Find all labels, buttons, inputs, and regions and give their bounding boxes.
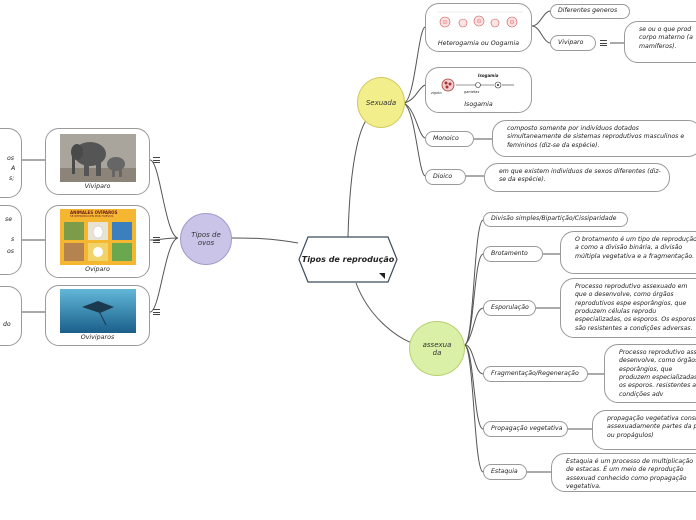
isogamia-caption: Isogamia: [464, 101, 493, 108]
estaquia-node[interactable]: Estaquia: [483, 464, 527, 480]
oviparo-poster-title: ANIMALES OVÍPAROS: [70, 210, 118, 215]
brotamento-label: Brotamento: [491, 249, 528, 257]
viviparo-desc-node[interactable]: se ou o que prod corpo materno (a mamífe…: [624, 21, 696, 63]
fragmentacao-label: Fragmentação/Regeneração: [491, 369, 579, 377]
esporulacao-label: Esporulação: [491, 303, 529, 311]
left-frag-3a: do: [3, 321, 11, 328]
viviparo-node[interactable]: Viviparo: [550, 35, 596, 51]
oviviparo-desc-node[interactable]: do: [0, 286, 22, 346]
sexuada-node[interactable]: Sexuada: [357, 77, 405, 128]
brotamento-desc: O brotamento é um tipo de reprodução a c…: [575, 236, 696, 260]
estaquia-desc-node[interactable]: Estaquia é um processo de multiplicação …: [551, 453, 696, 492]
assexuada-node[interactable]: assexuada: [409, 321, 465, 376]
propagacao-desc-node[interactable]: propagação vegetativa consist assexuadam…: [592, 410, 696, 450]
monoico-label: Monoico: [433, 134, 459, 142]
oviparo-poster-subtitle: SE REPRODUCEN POR HUEVOS: [70, 214, 114, 218]
monoico-node[interactable]: Monoico: [425, 131, 474, 147]
viviparo-notes-icon[interactable]: [600, 40, 607, 46]
fragmentacao-desc-node[interactable]: Processo reprodutivo asse desenvolve, co…: [604, 344, 696, 403]
isogamia-illustration: [441, 78, 514, 92]
left-frag-2c: s: [11, 236, 15, 243]
isogamia-image-label: Isogamia: [478, 73, 499, 78]
brotamento-node[interactable]: Brotamento: [483, 246, 543, 262]
heterogamia-caption: Heterogamia ou Oogamia: [437, 40, 520, 47]
propagacao-desc: propagação vegetativa consist assexuadam…: [607, 415, 696, 439]
viviparo-ovos-desc-node[interactable]: os A s;: [0, 128, 22, 198]
diferentes-generos-label: Diferentes generos: [558, 7, 618, 15]
divisao-label: Divisão simples/Bipartição/Cissiparidade: [491, 215, 617, 223]
propagacao-label: Propagação vegetativa: [491, 424, 563, 432]
divisao-node[interactable]: Divisão simples/Bipartição/Cissiparidade: [483, 212, 628, 227]
left-frag-2a: se: [5, 216, 13, 223]
oviviparo-card[interactable]: Oviviparos: [45, 285, 150, 346]
diferentes-generos-node[interactable]: Diferentes generos: [550, 4, 630, 19]
fragmentacao-node[interactable]: Fragmentação/Regeneração: [483, 366, 588, 382]
elephant-photo: [60, 134, 136, 182]
viviparo-ovos-notes-icon[interactable]: [153, 157, 160, 163]
dioico-desc: em que existem indivíduos de sexos difer…: [499, 168, 661, 184]
dioico-desc-node[interactable]: em que existem indivíduos de sexos difer…: [484, 163, 670, 192]
monoico-desc: composto somente por indivíduos dotados …: [507, 125, 685, 149]
oviparo-caption: Oviparo: [85, 266, 110, 273]
oviparo-card[interactable]: ANIMALES OVÍPAROS SE REPRODUCEN POR HUEV…: [45, 205, 150, 278]
sexuada-label: Sexuada: [365, 98, 397, 107]
estaquia-label: Estaquia: [491, 467, 518, 475]
central-topic[interactable]: Tipos de reprodução: [298, 236, 398, 283]
dioico-node[interactable]: Dioico: [425, 169, 466, 185]
left-frag-1b: A: [11, 165, 16, 172]
viviparo-ovos-caption: Viviparo: [84, 183, 111, 190]
esporulacao-desc: Processo reprodutivo assexuado em que o …: [575, 283, 696, 332]
viviparo-ovos-card[interactable]: Viviparo: [45, 128, 150, 195]
esporulacao-desc-node[interactable]: Processo reprodutivo assexuado em que o …: [560, 278, 696, 338]
oviparo-notes-icon[interactable]: [153, 237, 160, 243]
esporulacao-node[interactable]: Esporulação: [483, 300, 536, 316]
left-frag-2d: os: [7, 248, 15, 255]
viviparo-desc: se ou o que prod corpo materno (a mamífe…: [639, 26, 693, 50]
heterogamia-illustration: [437, 11, 523, 28]
tipos-de-ovos-node[interactable]: Tipos de ovos: [180, 213, 232, 265]
oviviparo-notes-icon[interactable]: [153, 309, 160, 315]
oviviparo-caption: Oviviparos: [80, 334, 115, 341]
fragmentacao-desc: Processo reprodutivo asse desenvolve, co…: [619, 349, 696, 398]
left-frag-1a: os: [7, 155, 15, 162]
propagacao-node[interactable]: Propagação vegetativa: [483, 421, 568, 437]
central-topic-shape: [298, 236, 398, 283]
manta-ray-photo: [60, 289, 136, 333]
oviparo-desc-node[interactable]: se s os: [0, 205, 22, 275]
assexuada-label: assexuada: [422, 340, 452, 357]
isogamia-card[interactable]: Isogamia gametas zigoto Isogamia: [425, 67, 532, 113]
isogamia-zigoto-label: zigoto: [431, 91, 442, 95]
oviparous-animals-poster: [60, 209, 136, 265]
dioico-label: Dioico: [433, 172, 453, 180]
brotamento-desc-node[interactable]: O brotamento é um tipo de reprodução a c…: [560, 231, 696, 274]
left-frag-1c: s;: [9, 175, 15, 182]
tipos-de-ovos-label: Tipos de ovos: [191, 231, 221, 247]
monoico-desc-node[interactable]: composto somente por indivíduos dotados …: [492, 120, 696, 157]
heterogamia-card[interactable]: Heterogamia ou Oogamia: [425, 3, 532, 52]
viviparo-label: Viviparo: [558, 38, 584, 46]
isogamia-gametas-label: gametas: [464, 90, 480, 94]
estaquia-desc: Estaquia é um processo de multiplicação …: [566, 458, 694, 491]
central-topic-label: Tipos de reprodução: [301, 254, 395, 264]
